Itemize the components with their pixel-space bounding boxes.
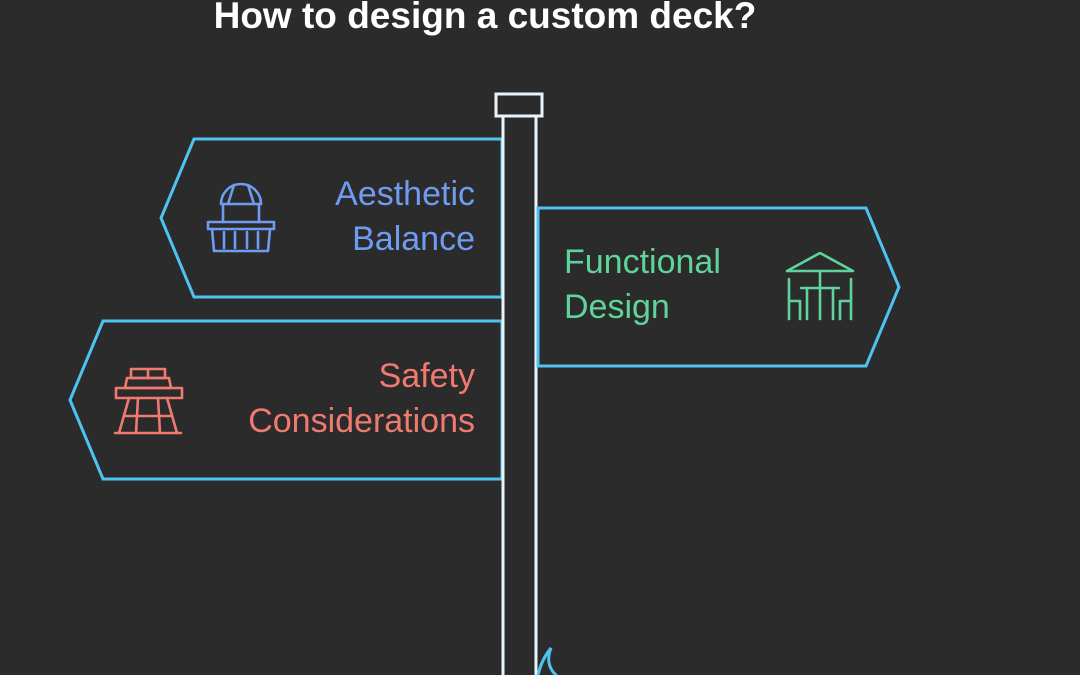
sign-label-safety-line2: Considerations <box>248 402 475 440</box>
signpost-cap <box>494 92 544 118</box>
sign-label-aesthetic: Aesthetic Balance <box>260 172 475 262</box>
sign-label-functional-line2: Design <box>564 288 670 326</box>
sign-functional-design <box>536 206 901 368</box>
deck-bench-icon <box>113 367 184 435</box>
sign-label-functional: Functional Design <box>564 240 824 330</box>
gazebo-railing-icon <box>206 182 276 253</box>
sign-label-safety-line1: Safety <box>378 357 475 395</box>
grass-icon <box>536 647 558 675</box>
sign-label-safety: Safety Considerations <box>150 354 475 444</box>
sign-label-aesthetic-line2: Balance <box>352 220 475 258</box>
signpost-pole <box>501 114 538 675</box>
sign-label-functional-line1: Functional <box>564 243 721 281</box>
diagram-title: How to design a custom deck? <box>213 0 757 36</box>
patio-umbrella-table-icon <box>785 251 855 321</box>
sign-label-aesthetic-line1: Aesthetic <box>335 175 475 213</box>
